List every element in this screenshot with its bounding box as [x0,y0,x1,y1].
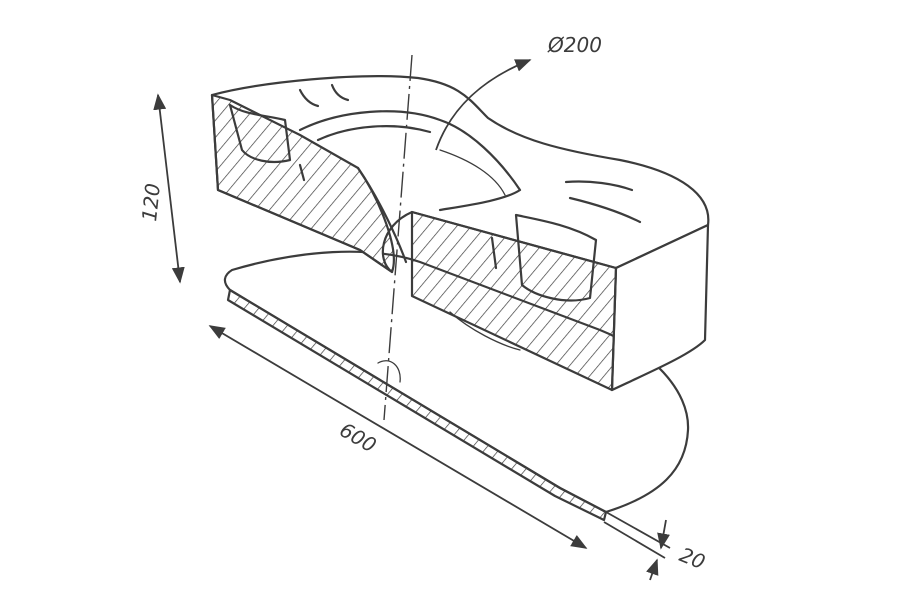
diameter-label: Ø200 [547,33,602,57]
length-dimension-line [208,325,588,549]
height-dimension-line [153,93,185,284]
thickness-label: 20 [676,542,709,574]
height-label: 120 [137,182,165,222]
diameter-leader [435,59,532,151]
upper-block [210,75,710,392]
thickness-dimension [603,511,671,581]
